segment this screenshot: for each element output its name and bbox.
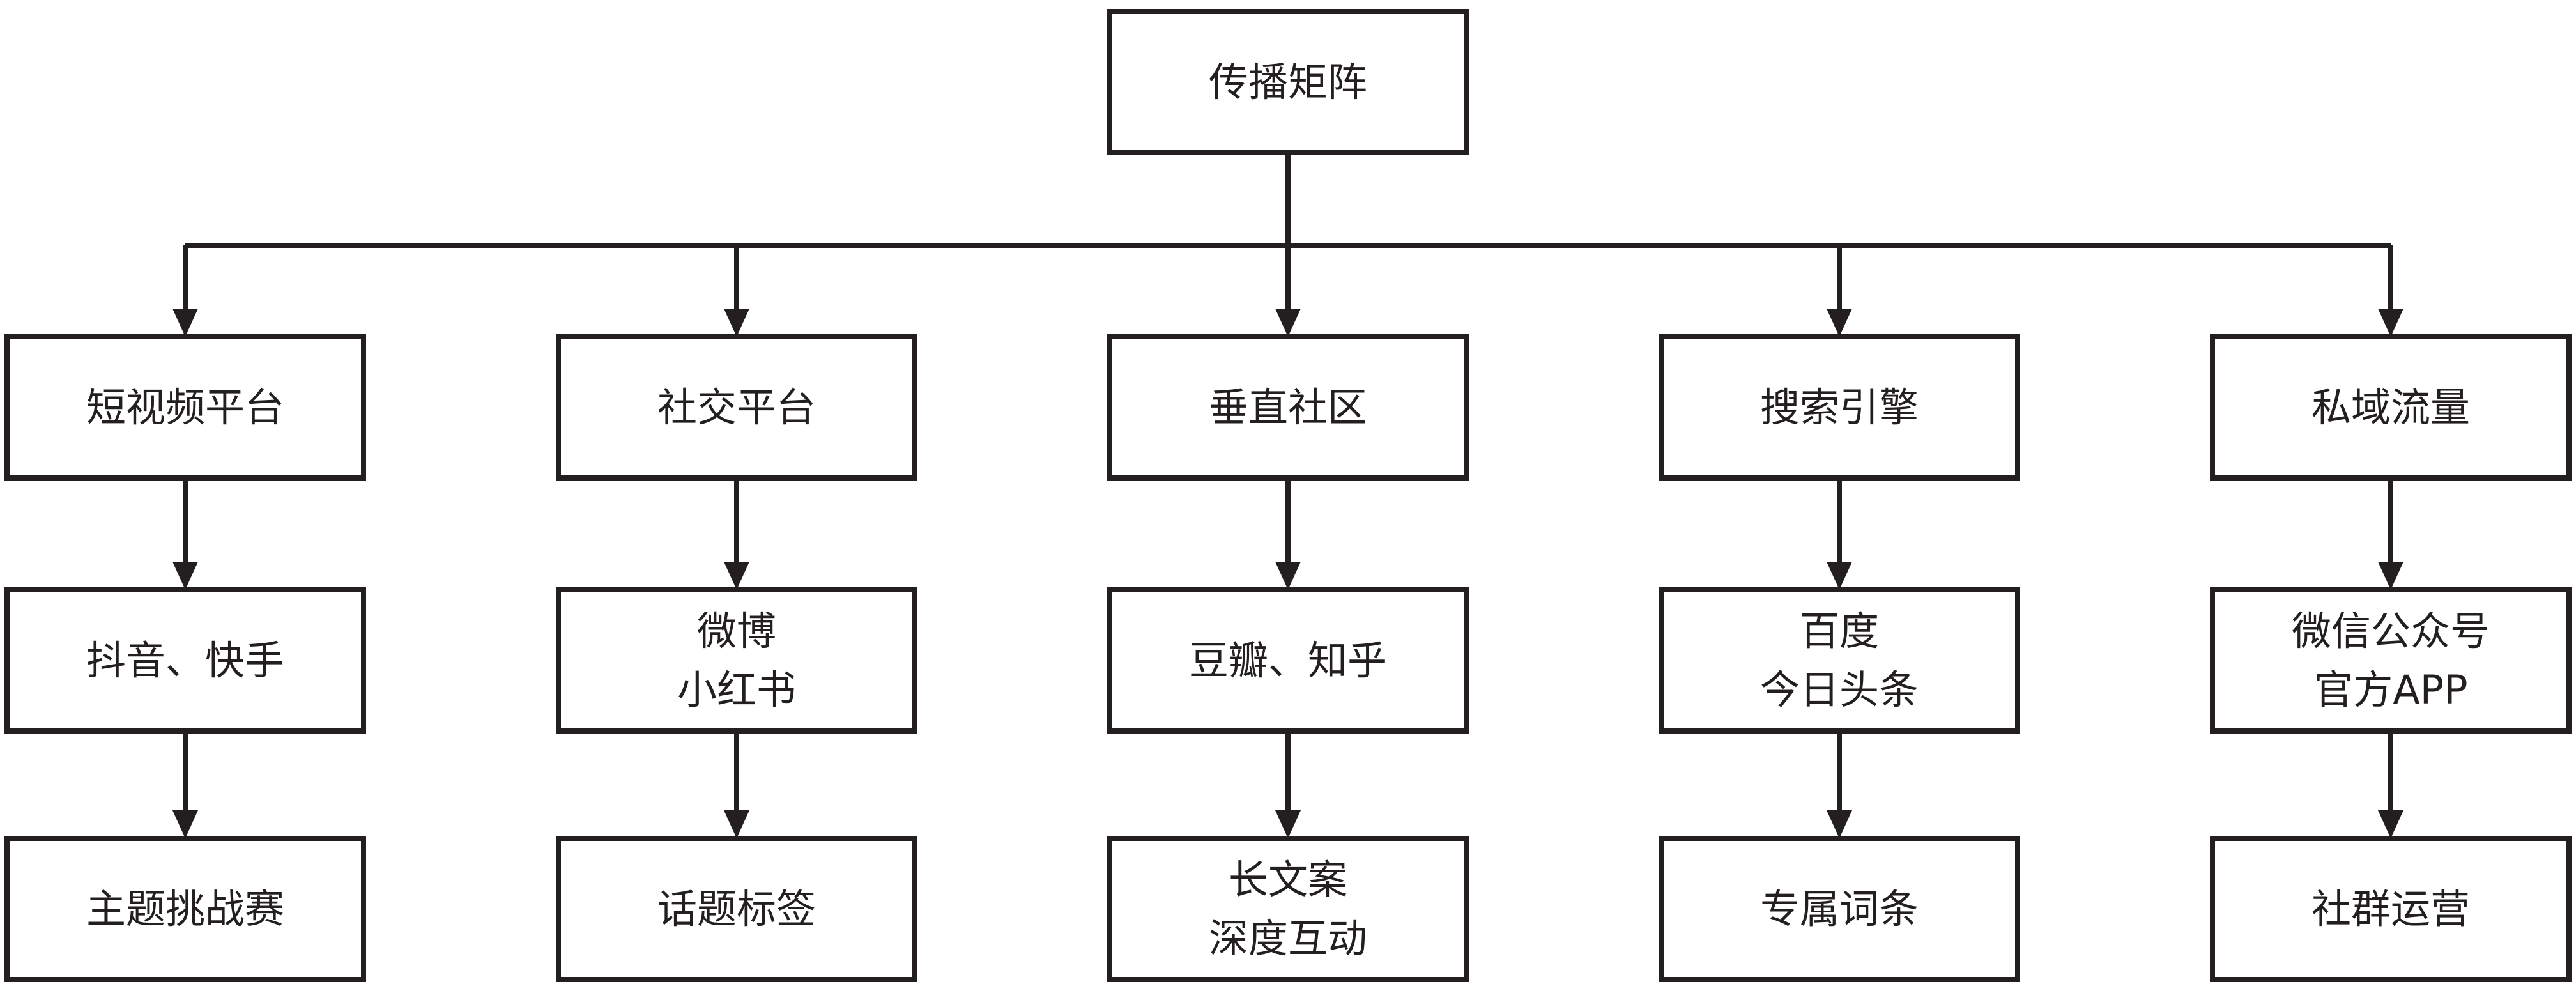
platform-node-3-label: 今日头条: [1760, 666, 1919, 713]
tactic-node-1: 话题标签: [556, 836, 917, 982]
platform-node-2-label: 豆瓣、知乎: [1189, 637, 1387, 684]
tactic-node-0-label: 主题挑战赛: [86, 886, 284, 932]
tactic-node-1-label: 话题标签: [657, 886, 816, 932]
platform-node-2-box: [1107, 587, 1469, 734]
category-node-3-box: [1659, 334, 2020, 481]
platform-node-3-box: [1659, 587, 2020, 734]
arrowhead-to-tactic-3: [1827, 810, 1852, 838]
tactic-node-2-label: 深度互动: [1209, 915, 1367, 962]
tactic-node-3-box: [1659, 836, 2020, 982]
arrowhead-to-category-3: [1827, 309, 1852, 337]
connector-lines: [172, 153, 2404, 838]
platform-node-1-label: 小红书: [677, 666, 796, 713]
category-node-0: 短视频平台: [4, 334, 366, 481]
platform-node-3-label: 百度: [1800, 608, 1879, 654]
category-node-3-label: 搜索引擎: [1760, 384, 1919, 431]
root-node-box: [1107, 9, 1469, 155]
category-node-2-label: 垂直社区: [1209, 384, 1367, 431]
platform-node-4-box: [2210, 587, 2572, 734]
platform-node-2: 豆瓣、知乎: [1107, 587, 1469, 734]
category-node-0-label: 短视频平台: [86, 384, 284, 431]
arrowhead-to-tactic-2: [1275, 810, 1301, 838]
tactic-node-2-label: 长文案: [1229, 856, 1347, 903]
arrowhead-to-platform-3: [1827, 562, 1852, 590]
arrowhead-to-category-2: [1275, 309, 1301, 337]
arrowhead-to-tactic-1: [724, 810, 749, 838]
arrowhead-to-category-1: [724, 309, 749, 337]
tactic-node-2-box: [1107, 836, 1469, 982]
category-node-1-box: [556, 334, 917, 481]
root-node-label: 传播矩阵: [1209, 59, 1367, 105]
tactic-node-0: 主题挑战赛: [4, 836, 366, 982]
category-node-4: 私域流量: [2210, 334, 2572, 481]
tactic-node-3-label: 专属词条: [1760, 886, 1919, 932]
platform-node-4-label: 微信公众号: [2292, 608, 2490, 654]
category-node-4-box: [2210, 334, 2572, 481]
root-node: 传播矩阵: [1107, 9, 1469, 155]
arrowhead-to-tactic-4: [2378, 810, 2404, 838]
arrowhead-to-platform-4: [2378, 562, 2404, 590]
category-node-1-label: 社交平台: [657, 384, 816, 431]
arrowhead-to-platform-1: [724, 562, 749, 590]
category-node-2-box: [1107, 334, 1469, 481]
tactic-node-4: 社群运营: [2210, 836, 2572, 982]
category-node-1: 社交平台: [556, 334, 917, 481]
platform-node-0: 抖音、快手: [4, 587, 366, 734]
tactic-node-1-box: [556, 836, 917, 982]
arrowhead-to-tactic-0: [172, 810, 198, 838]
platform-node-0-box: [4, 587, 366, 734]
platform-node-1-box: [556, 587, 917, 734]
platform-node-0-label: 抖音、快手: [86, 637, 284, 684]
arrowhead-to-platform-0: [172, 562, 198, 590]
arrowhead-to-platform-2: [1275, 562, 1301, 590]
arrowhead-to-category-0: [172, 309, 198, 337]
category-node-3: 搜索引擎: [1659, 334, 2020, 481]
platform-node-4-label: 官方APP: [2313, 666, 2467, 713]
arrowhead-to-category-4: [2378, 309, 2404, 337]
tactic-node-0-box: [4, 836, 366, 982]
tactic-node-4-label: 社群运营: [2312, 886, 2470, 932]
category-node-4-label: 私域流量: [2312, 384, 2470, 431]
tactic-node-4-box: [2210, 836, 2572, 982]
category-node-0-box: [4, 334, 366, 481]
tactic-node-3: 专属词条: [1659, 836, 2020, 982]
category-node-2: 垂直社区: [1107, 334, 1469, 481]
platform-node-1-label: 微博: [697, 608, 776, 654]
